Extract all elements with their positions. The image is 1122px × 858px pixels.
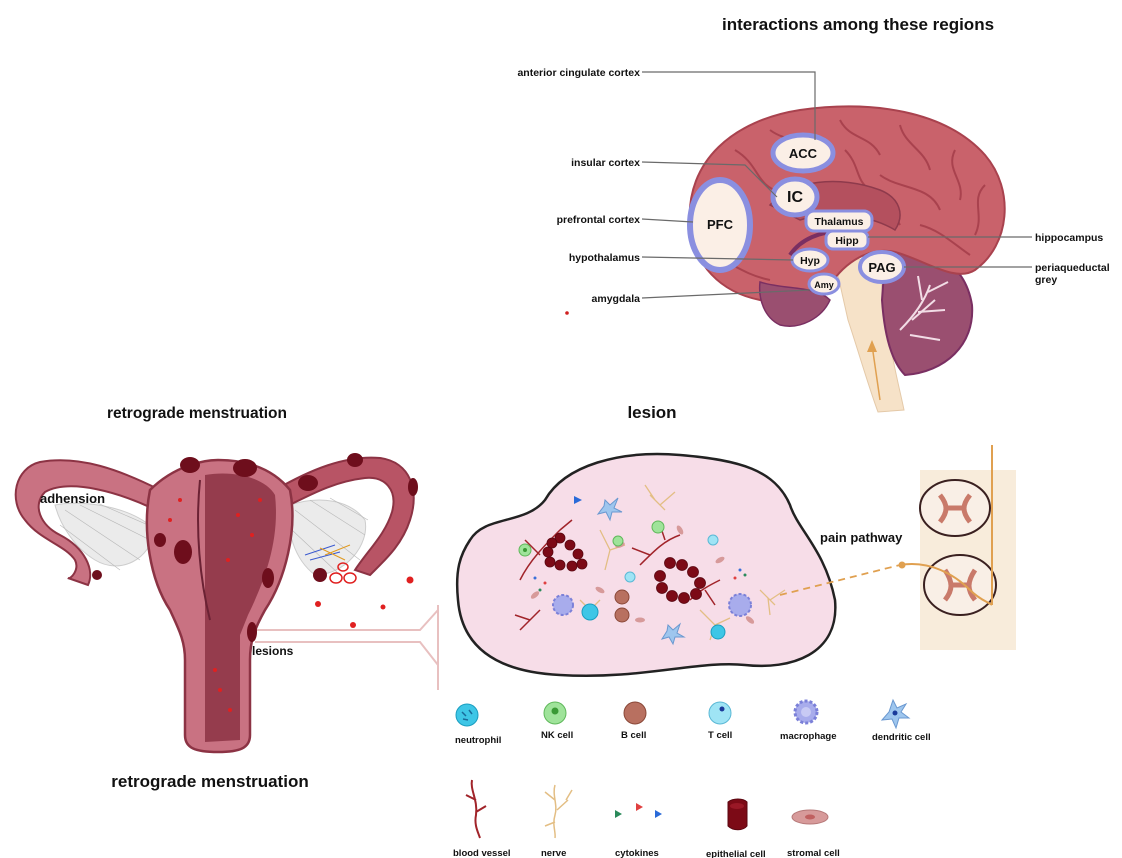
callout-hypothalamus: hypothalamus [569,252,640,264]
lesion-title: lesion [627,403,676,422]
stray-dot [565,311,569,315]
legend-blood-vessel: blood vessel [453,780,511,858]
legend-t-cell: T cell [708,702,732,741]
region-amy-label: Amy [814,280,834,290]
region-amy: Amy [809,274,839,294]
legend-macrophage-label: macrophage [780,731,837,742]
legend-cytokines-label: cytokines [615,848,659,858]
uterus-title-bottom: retrograde menstruation [111,772,308,791]
dorsal-root-ganglion [899,562,906,569]
legend-nk-cell-label: NK cell [541,730,573,741]
region-pag-label: PAG [868,260,895,275]
lesion-section: lesion [457,403,1016,676]
legend-epithelial-cell: epithelial cell [706,799,766,858]
legend: neutrophil NK cell B cell T cell macroph… [453,700,931,858]
region-pag: PAG [860,252,904,282]
legend-neutrophil: neutrophil [455,704,501,746]
legend-macrophage: macrophage [780,701,837,742]
legend-dendritic-cell: dendritic cell [872,700,931,743]
region-hyp-label: Hyp [800,255,820,267]
callout-insular: insular cortex [571,157,640,169]
uterus-section: retrograde menstruation retrograde menst… [16,405,438,791]
brain-section: interactions among these regions [517,15,1109,412]
legend-dendritic-cell-label: dendritic cell [872,732,931,743]
region-pfc: PFC [690,180,750,270]
callout-pag-line2: grey [1035,274,1057,286]
uterus-title-top: retrograde menstruation [107,405,287,422]
region-thalamus-label: Thalamus [814,216,863,228]
legend-blood-vessel-label: blood vessel [453,848,511,858]
region-acc: ACC [773,135,833,171]
region-thalamus: Thalamus [806,211,872,231]
region-hipp-label: Hipp [835,235,858,247]
legend-nerve: nerve [541,785,572,858]
pfc-leader-line [642,219,693,222]
legend-epithelial-cell-label: epithelial cell [706,849,766,858]
region-hipp: Hipp [826,231,868,249]
legend-nerve-label: nerve [541,848,566,858]
callout-hippocampus: hippocampus [1035,232,1103,244]
lesions-label: lesions [252,644,294,658]
legend-cytokines: cytokines [615,803,662,858]
spinal-cord-upper [920,480,990,536]
pain-pathway-label: pain pathway [820,530,903,545]
legend-neutrophil-label: neutrophil [455,735,501,746]
legend-b-cell: B cell [621,702,646,741]
brain-title: interactions among these regions [722,15,994,34]
legend-stromal-cell: stromal cell [787,810,840,858]
region-hyp: Hyp [792,249,828,271]
callout-acc: anterior cingulate cortex [517,67,640,79]
callout-pag-line1: periaqueductal [1035,262,1110,274]
callout-amygdala: amygdala [592,293,641,305]
spinal-cord-lower [924,555,996,615]
region-pfc-label: PFC [707,217,734,232]
region-acc-label: ACC [789,146,818,161]
callout-pfc: prefrontal cortex [557,214,641,226]
legend-stromal-cell-label: stromal cell [787,848,840,858]
legend-nk-cell: NK cell [541,702,573,741]
adhesion-label: adhension [40,491,105,506]
legend-t-cell-label: T cell [708,730,732,741]
legend-b-cell-label: B cell [621,730,646,741]
region-ic-label: IC [787,189,803,206]
region-ic: IC [773,179,817,215]
